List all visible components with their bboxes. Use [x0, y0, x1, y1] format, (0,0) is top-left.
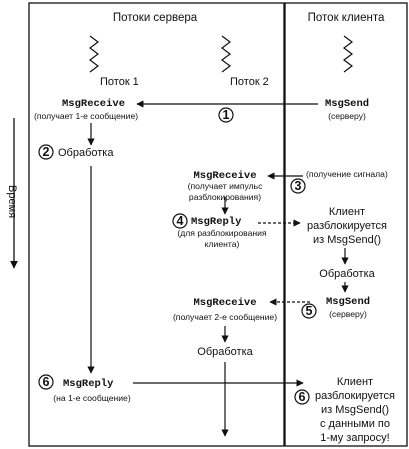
thread2-squiggle	[221, 35, 231, 73]
client-unblock-1-line2: разблокируется	[307, 220, 387, 232]
client-unblock-2-line5: 1-му запросу!	[320, 432, 390, 444]
msg-receive-1-note: (получает 1-е сообщение)	[34, 111, 139, 121]
msg-send-2: MsgSend	[325, 296, 371, 308]
client-unblock-1-line3: из MsgSend()	[312, 234, 382, 246]
msg-reply-2: MsgReply	[63, 378, 114, 390]
thread1-squiggle	[89, 35, 99, 73]
step-circle-4	[172, 213, 188, 229]
msg-receive-3-note: (получает 2-е сообщение)	[172, 312, 278, 322]
step-circle-6b	[294, 389, 310, 405]
client-unblock-2-line4: с данными по	[320, 418, 390, 430]
msg-receive-2-note-2: разблокирования)	[188, 192, 262, 202]
processing-1: Обработка	[58, 147, 114, 159]
client-squiggle	[343, 35, 353, 73]
server-frame	[28, 2, 285, 447]
time-axis-label: Время	[6, 185, 18, 219]
client-unblock-2-line2: разблокируется	[315, 390, 395, 402]
msg-send-1: MsgSend	[324, 98, 370, 110]
step-circle-6a	[38, 374, 54, 390]
client-thread-header: Поток клиента	[307, 12, 385, 24]
msg-send-2-note: (серверу)	[329, 309, 367, 319]
client-frame	[284, 2, 408, 447]
client-unblock-2-line3: из MsgSend()	[320, 404, 390, 416]
msg-reply-1: MsgReply	[191, 216, 242, 228]
msg-receive-3: MsgReceive	[193, 297, 257, 309]
msg-receive-2: MsgReceive	[193, 170, 257, 182]
step-circle-2	[38, 144, 54, 160]
client-unblock-2-line1: Клиент	[336, 376, 374, 388]
processing-2: Обработка	[197, 346, 253, 358]
msg-send-1-note: (серверу)	[328, 111, 366, 121]
step-6a: 6	[42, 375, 50, 389]
client-processing: Обработка	[319, 268, 375, 280]
msg-receive-2-note-1: (получает импульс	[187, 181, 263, 191]
msg-reply-2-note: (на 1-е сообщение)	[53, 393, 131, 403]
thread1-label: Поток 1	[100, 76, 139, 88]
client-unblock-1-line1: Клиент	[328, 206, 366, 218]
step-5: 5	[305, 304, 313, 318]
msg-receive-1: MsgReceive	[62, 98, 126, 110]
step-1: 1	[222, 108, 230, 122]
step-3: 3	[294, 179, 302, 193]
step-circle-5	[301, 303, 317, 319]
thread2-label: Поток 2	[230, 76, 269, 88]
step-4: 4	[176, 214, 184, 228]
server-threads-header: Потоки сервера	[112, 12, 198, 24]
step-circle-3	[290, 178, 306, 194]
step-6b: 6	[298, 390, 306, 404]
step-2: 2	[42, 145, 50, 159]
step-circle-1	[218, 107, 234, 123]
msg-reply-1-note-1: (для разблокирования	[177, 228, 267, 238]
signal-note: (получение сигнала)	[306, 169, 388, 179]
msg-reply-1-note-2: клиента)	[204, 239, 240, 249]
